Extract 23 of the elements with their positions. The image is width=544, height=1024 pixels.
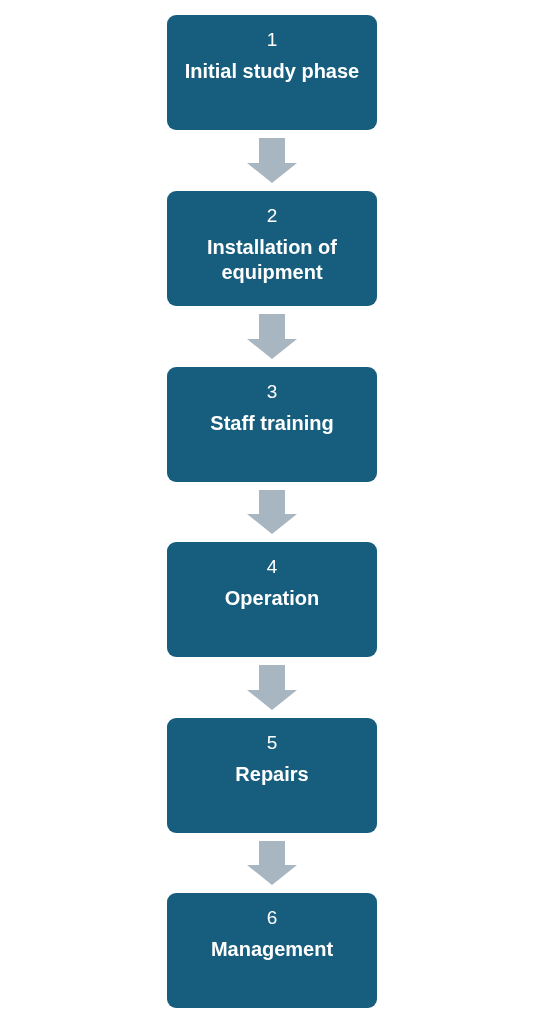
process-box [167, 367, 377, 482]
block-arrow [247, 665, 297, 710]
step-title: Installation of equipment [206, 235, 338, 285]
step-number: 2 [266, 205, 278, 227]
step-number: 3 [266, 381, 278, 403]
step-title: Staff training [210, 411, 334, 436]
step-number: 4 [266, 556, 278, 578]
step-number: 1 [266, 29, 278, 51]
process-box [167, 15, 377, 130]
step-title: Initial study phase [184, 59, 360, 84]
step-number: 6 [266, 907, 278, 929]
step-number: 5 [266, 732, 278, 754]
block-arrow [247, 490, 297, 534]
block-arrow [247, 138, 297, 183]
process-box [167, 191, 377, 306]
process-box [167, 718, 377, 833]
process-box [167, 542, 377, 657]
step-title: Operation [224, 586, 320, 611]
block-arrow [247, 841, 297, 885]
block-arrow [247, 314, 297, 359]
step-title: Repairs [235, 762, 309, 787]
process-box [167, 893, 377, 1008]
step-title: Management [210, 937, 334, 962]
